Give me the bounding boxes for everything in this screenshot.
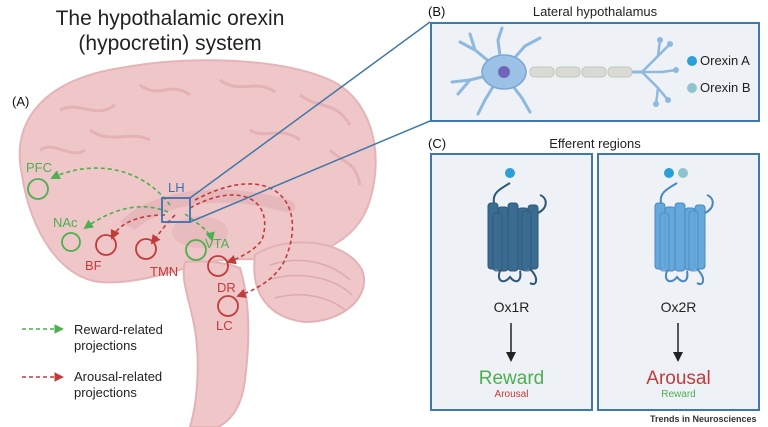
cerebellum-shape [253, 241, 365, 324]
reward-projection-vta [184, 213, 215, 242]
panel-c-tag: (C) [428, 136, 447, 151]
ox2r-secondary-outcome: Reward [661, 389, 696, 400]
bf-node [95, 234, 117, 256]
ox1r-label: Ox1R [493, 299, 530, 315]
orexin-a-dot [687, 56, 697, 66]
lc-node [217, 295, 239, 317]
reward-projection-nac [83, 205, 169, 230]
dr-node [207, 255, 229, 277]
tmn-label: TMN [150, 264, 179, 279]
brainstem-shape [182, 260, 250, 427]
legend-arousal-line1: Arousal-related [74, 369, 163, 384]
figure-title-line1: The hypothalamic orexin [55, 7, 285, 30]
legend-arousal-line2: projections [74, 385, 137, 400]
ox2r-orexin-a-ligand [664, 168, 674, 178]
ox1r-box [430, 153, 593, 411]
panel-b-tag: (B) [428, 4, 446, 19]
vta-label: VTA [205, 236, 230, 251]
zoom-line-bottom [189, 120, 431, 223]
legend-reward-line2: projections [74, 338, 137, 353]
orexin-a-label: Orexin A [700, 53, 750, 68]
ox2r-orexin-b-ligand [678, 168, 688, 178]
arousal-projection-bf [110, 214, 166, 240]
tmn-node [135, 238, 157, 260]
cerebrum-shape [18, 59, 377, 284]
vta-node [185, 239, 207, 261]
neuron-illustration [450, 26, 697, 116]
ox2r-receptor-illustration [654, 168, 714, 362]
ox2r-primary-outcome: Arousal [646, 368, 711, 389]
lc-label: LC [216, 318, 233, 333]
reward-projection-pfc [50, 167, 171, 206]
legend-arousal: Arousal-related projections [74, 369, 162, 401]
zoom-line-top [189, 21, 431, 199]
nac-node [61, 232, 81, 252]
ox1r-secondary-outcome: Arousal [494, 389, 529, 400]
legend-reward-line1: Reward-related [74, 322, 163, 337]
orexin-b-label: Orexin B [700, 80, 751, 95]
panel-a-tag: (A) [12, 94, 30, 109]
legend-reward: Reward-related projections [74, 322, 163, 354]
lh-label: LH [168, 180, 185, 195]
ox2r-label: Ox2R [660, 299, 697, 315]
lh-box [161, 197, 191, 223]
neuron-nucleus [498, 66, 510, 78]
pfc-node [27, 178, 49, 200]
figure-title: The hypothalamic orexin (hypocretin) sys… [20, 6, 320, 56]
pfc-label: PFC [26, 160, 52, 175]
ox1r-orexin-a-ligand [505, 168, 515, 178]
bf-label: BF [85, 258, 102, 273]
arousal-projection-dr [189, 194, 266, 265]
nac-label: NAc [53, 215, 78, 230]
ox1r-receptor-illustration [487, 168, 547, 362]
panel-b-title: Lateral hypothalamus [532, 4, 658, 19]
panel-c-title: Efferent regions [549, 136, 641, 151]
ox2r-box [597, 153, 760, 411]
orexin-b-dot [687, 83, 697, 93]
dr-label: DR [217, 280, 236, 295]
arousal-projection-tmn [150, 214, 176, 245]
figure-title-line2: (hypocretin) system [78, 32, 262, 55]
journal-credit: Trends in Neurosciences [650, 414, 757, 424]
ox1r-primary-outcome: Reward [478, 368, 545, 389]
